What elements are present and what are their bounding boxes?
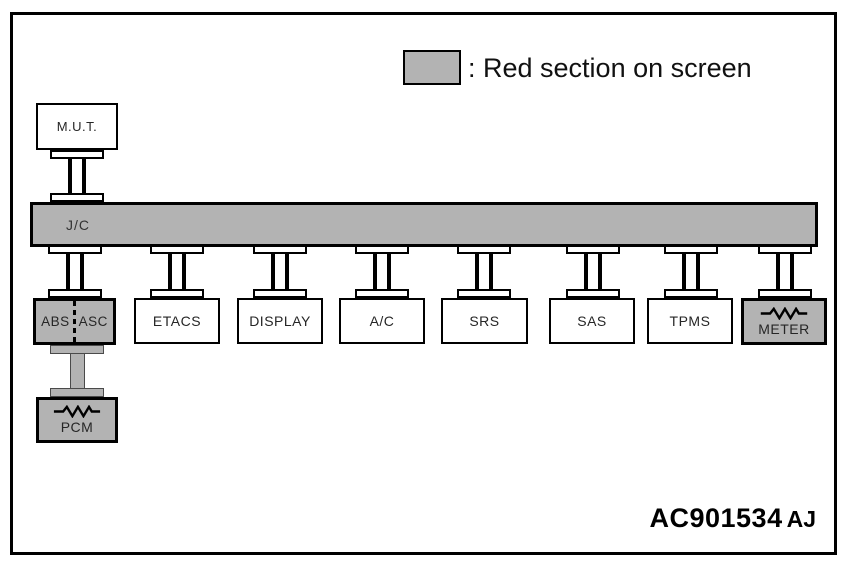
wire [182, 254, 186, 289]
wire [82, 159, 86, 193]
module-srs: SRS [441, 298, 528, 344]
wire [80, 254, 84, 289]
wire [68, 159, 72, 193]
connector-flange [50, 193, 104, 202]
connector-flange [253, 245, 307, 254]
connector-flange [50, 150, 104, 159]
wire [475, 254, 479, 289]
wire [584, 254, 588, 289]
module-ac: A/C [339, 298, 425, 344]
module-display: DISPLAY [237, 298, 323, 344]
bus-stub-ac [355, 245, 409, 298]
mut-to-jc-connector [50, 150, 104, 202]
wire [489, 254, 493, 289]
module-label: TPMS [669, 313, 711, 329]
figure-code-id: AC901534 [649, 503, 783, 533]
bus-stub-abs-asc [48, 245, 102, 298]
module-tpms: TPMS [647, 298, 733, 344]
bus-stub-srs [457, 245, 511, 298]
abs-asc-divider [72, 301, 76, 342]
connector-flange [150, 289, 204, 298]
module-label: SAS [577, 313, 607, 329]
bus-stub-meter [758, 245, 812, 298]
connector-flange [758, 289, 812, 298]
bus-stub-etacs [150, 245, 204, 298]
connector-wires [584, 254, 602, 289]
connector-wires [66, 254, 84, 289]
wire [776, 254, 780, 289]
connector-flange [50, 388, 104, 397]
connector-wires [682, 254, 700, 289]
connector-flange [50, 345, 104, 354]
connector-flange [566, 245, 620, 254]
wire [696, 254, 700, 289]
connector-wires [271, 254, 289, 289]
connector-flange [355, 245, 409, 254]
connector-flange [664, 245, 718, 254]
wire [682, 254, 686, 289]
connector-flange [253, 289, 307, 298]
resistor-icon [760, 306, 808, 320]
figure-code: AC901534 AJ [650, 503, 817, 534]
connector-flange [150, 245, 204, 254]
wire [387, 254, 391, 289]
connector-wires [168, 254, 186, 289]
module-abs-asc: ABS ASC [33, 298, 116, 345]
module-sas: SAS [549, 298, 635, 344]
connector-flange [48, 289, 102, 298]
bus-stub-sas [566, 245, 620, 298]
module-label: DISPLAY [249, 313, 311, 329]
module-label-asc: ASC [78, 314, 108, 329]
wire [66, 254, 70, 289]
legend-label: : Red section on screen [468, 53, 752, 83]
wire [271, 254, 275, 289]
resistor-icon [53, 405, 101, 418]
mut-node: M.U.T. [36, 103, 118, 150]
connector-flange [457, 245, 511, 254]
module-label: SRS [469, 313, 500, 329]
connector-bar [69, 354, 85, 388]
wire [168, 254, 172, 289]
wire [373, 254, 377, 289]
connector-flange [566, 289, 620, 298]
connector-wires [373, 254, 391, 289]
connector-flange [457, 289, 511, 298]
connector-flange [664, 289, 718, 298]
module-label: ETACS [152, 313, 202, 329]
connector-wires [68, 159, 86, 193]
figure-code-suffix: AJ [786, 506, 816, 532]
module-label: A/C [369, 313, 395, 329]
wire [285, 254, 289, 289]
connector-wires [776, 254, 794, 289]
junction-label: J/C [66, 216, 90, 233]
wire [598, 254, 602, 289]
mut-label: M.U.T. [56, 119, 98, 134]
abs-to-pcm-connector [50, 345, 104, 397]
wire [790, 254, 794, 289]
module-label: METER [758, 320, 810, 337]
junction-bar: J/C [30, 202, 818, 247]
connector-flange [355, 289, 409, 298]
bus-stub-display [253, 245, 307, 298]
module-meter: METER [741, 298, 827, 345]
module-pcm: PCM [36, 397, 118, 443]
module-label: PCM [60, 419, 94, 435]
legend-swatch [403, 50, 461, 85]
connector-wires [475, 254, 493, 289]
bus-stub-tpms [664, 245, 718, 298]
module-label-abs: ABS [41, 314, 70, 329]
connector-flange [48, 245, 102, 254]
module-etacs: ETACS [134, 298, 220, 344]
connector-flange [758, 245, 812, 254]
